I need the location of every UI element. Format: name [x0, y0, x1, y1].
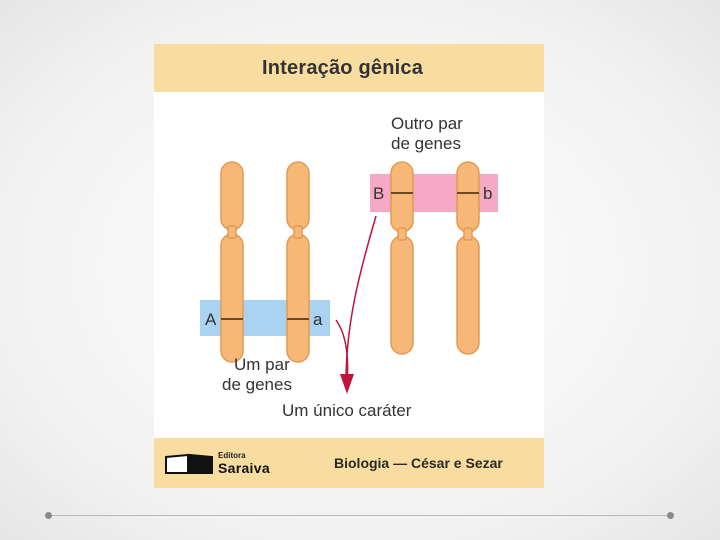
- publisher-name: Saraiva: [218, 460, 270, 476]
- figure-title: Interação gênica: [262, 57, 424, 79]
- publisher-logo: Editora Saraiva: [164, 451, 274, 477]
- chromosome-4: [456, 161, 480, 355]
- label-allele-B: B: [373, 184, 385, 203]
- label-other-pair-line2: de genes: [391, 134, 461, 153]
- book-icon: [165, 453, 213, 474]
- label-allele-b: b: [483, 184, 493, 203]
- publisher-label: Editora: [218, 451, 246, 460]
- slide-right-dot: [667, 512, 674, 519]
- label-one-pair-line1: Um par: [234, 355, 290, 374]
- gene-interaction-diagram: [200, 161, 498, 394]
- label-one-pair-line2: de genes: [222, 375, 292, 394]
- slide-left-dot: [45, 512, 52, 519]
- chromosome-3: [390, 161, 414, 355]
- arrow-head: [340, 374, 354, 394]
- label-other-pair-line1: Outro par: [391, 114, 463, 133]
- blue-gene-band: [200, 300, 330, 336]
- figure-header: Interação gênica: [154, 44, 544, 92]
- figure-footer: Editora Saraiva Biologia — César e Sezar: [154, 438, 544, 488]
- book-credit: Biologia — César e Sezar: [334, 455, 503, 471]
- chromosome-2: [286, 161, 310, 363]
- label-allele-a: a: [313, 310, 323, 329]
- label-single-trait: Um único caráter: [282, 401, 412, 420]
- arrow-from-other-pair: [345, 215, 377, 383]
- figure-card: Interação gênica: [154, 44, 544, 488]
- label-allele-A: A: [205, 310, 217, 329]
- slide-bottom-rule: [52, 515, 668, 516]
- chromosome-1: [220, 161, 244, 363]
